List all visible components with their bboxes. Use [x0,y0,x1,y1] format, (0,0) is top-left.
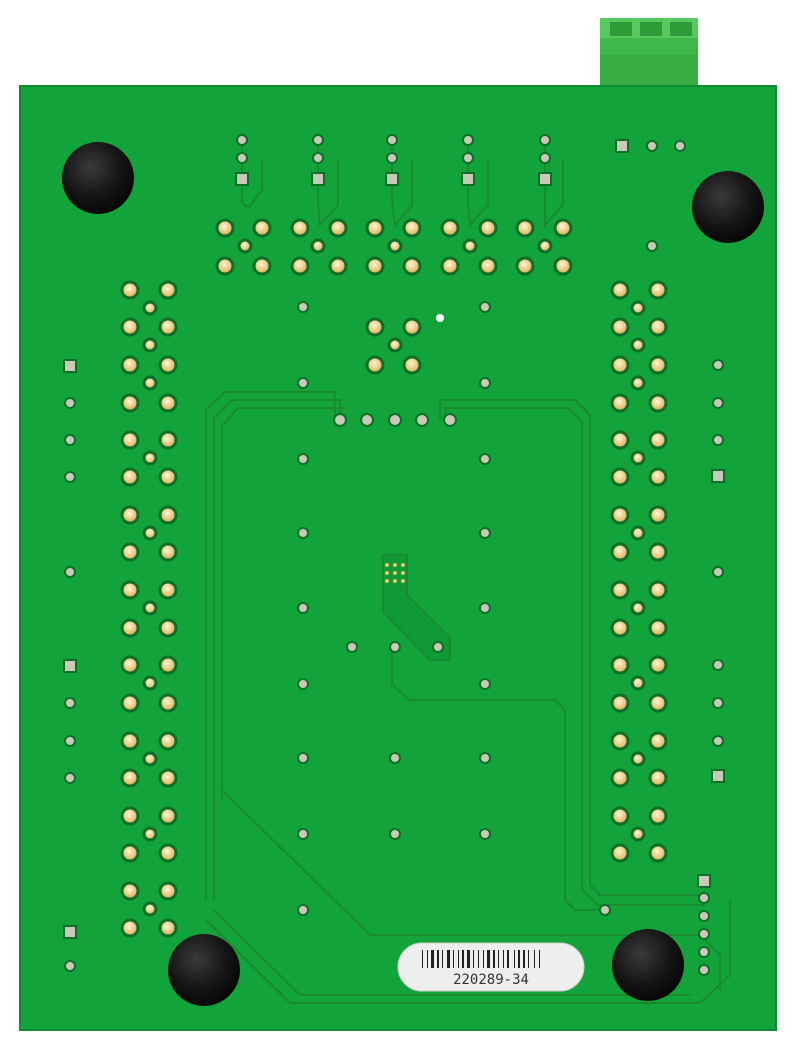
small-pads [63,134,725,976]
rubber-foot-top-right [692,171,764,243]
barcode-bar [523,950,525,968]
barcode-label: 220289-34 [397,942,585,992]
barcode-bar [528,950,529,968]
barcode-bar [478,950,479,968]
barcode-bar [518,950,520,968]
barcode-bar [493,950,495,968]
rubber-foot-bottom-left [168,934,240,1006]
rubber-foot-bottom-right [612,929,684,1001]
gold-header-pads [215,218,573,375]
left-pad-column [120,280,178,938]
rubber-feet [62,142,764,1006]
terminal-block-connector [600,18,698,88]
barcode-bar [483,950,484,968]
barcode-bar [534,950,535,968]
copper-pour [382,554,451,661]
barcode-bar [458,950,459,968]
barcode-bar [487,950,490,968]
barcode-bar [507,950,509,968]
rubber-foot-top-left [62,142,134,214]
chip-pads [385,563,405,583]
barcode-text: 220289-34 [453,972,529,988]
right-pad-column [610,280,668,863]
barcode-bar [427,950,428,968]
barcode-bar [431,950,434,968]
barcode-bar [467,950,470,968]
white-marker-dot [436,314,444,322]
barcode-bar [422,950,423,968]
barcode-bar [503,950,504,968]
barcode-bar [437,950,439,968]
barcode-bar [453,950,454,968]
barcode-bar [447,950,450,968]
barcode-bar [539,950,540,968]
barcode-bar [514,950,515,968]
barcode-bar [442,950,443,968]
barcode-bar [473,950,474,968]
barcode-bar [462,950,464,968]
barcode [422,950,540,968]
barcode-bar [498,950,499,968]
